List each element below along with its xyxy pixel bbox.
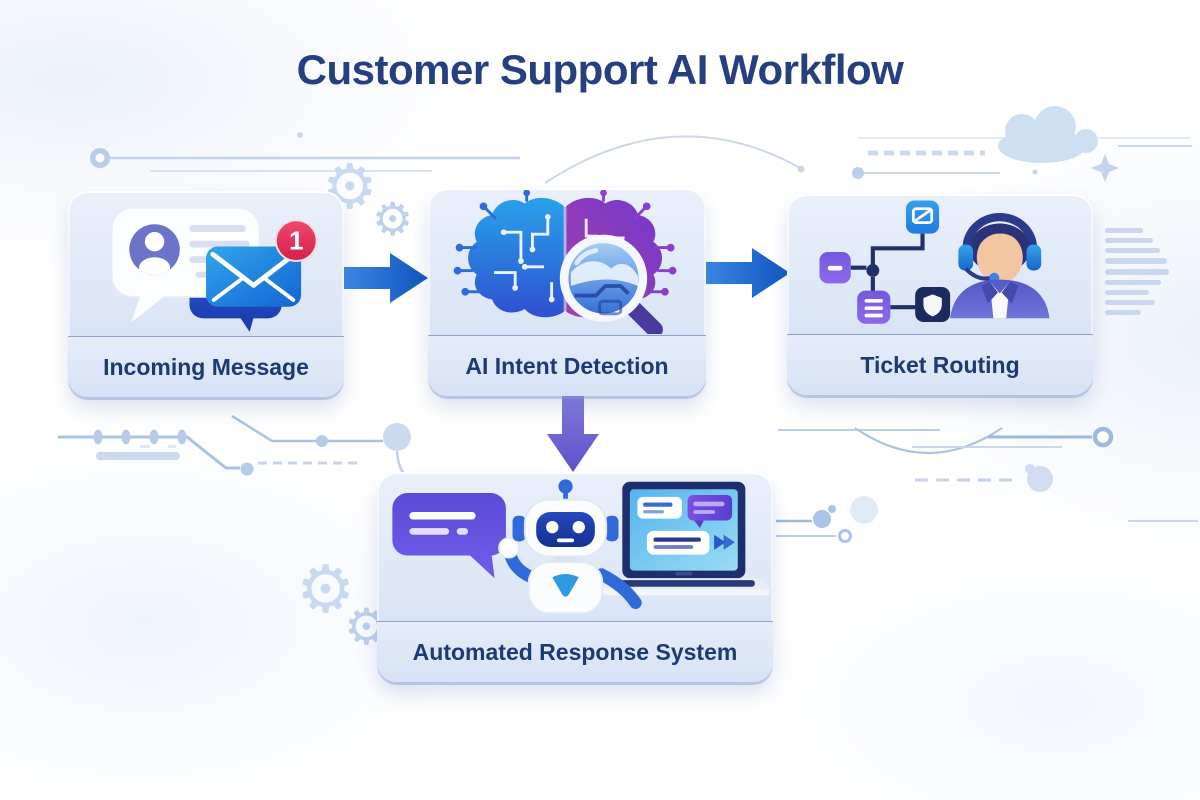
laptop-icon xyxy=(595,481,769,595)
headset-earcup xyxy=(958,244,974,271)
circuit-beads xyxy=(93,429,187,445)
robot-hand xyxy=(498,536,520,559)
fast-forward-icon xyxy=(714,534,735,550)
node-dot xyxy=(1032,169,1038,175)
robot-mouth xyxy=(557,537,575,542)
node-label: AI Intent Detection xyxy=(465,352,669,379)
page-title: Customer Support AI Workflow xyxy=(296,46,904,93)
sparkle-icon xyxy=(1091,154,1119,182)
node-icon-area: 1 xyxy=(68,191,344,337)
circuit-line xyxy=(231,414,383,443)
ticket-node-icon xyxy=(905,200,940,234)
cloud-icon xyxy=(998,106,1098,163)
node-dot xyxy=(797,165,805,173)
node-dot xyxy=(383,423,411,451)
circuit-brain-with-magnifier-icon xyxy=(453,189,677,334)
arc-line xyxy=(544,135,801,184)
arrow-incoming-to-intent xyxy=(344,253,428,303)
node-label: Ticket Routing xyxy=(860,351,1020,378)
headset-earcup xyxy=(1026,244,1042,271)
gear-icon: ⚙ xyxy=(296,551,355,628)
laptop-chat-bubble xyxy=(646,530,710,555)
laptop-chat-bubble xyxy=(687,494,733,528)
chatbot-robot-with-laptop-icon xyxy=(392,478,769,614)
svg-text:1: 1 xyxy=(289,225,304,255)
arrow-intent-to-routing xyxy=(706,248,790,298)
tick-decoration xyxy=(168,445,176,448)
arc-line xyxy=(854,427,1003,454)
node-label-area: Automated Response System xyxy=(377,622,773,682)
node-label-area: Incoming Message xyxy=(68,337,344,397)
robot-antenna xyxy=(558,478,573,494)
chat-bubble-icon xyxy=(392,492,506,578)
minus-node-icon xyxy=(819,252,851,284)
support-agent-icon xyxy=(950,212,1050,319)
circuit-stub-dots xyxy=(453,189,531,296)
robot-chest-emblem xyxy=(552,573,579,597)
junction-dot xyxy=(866,264,880,277)
shield-node-icon xyxy=(915,287,951,322)
robot-arm xyxy=(504,548,536,582)
agent-lapel xyxy=(981,281,998,304)
node-dot xyxy=(316,435,328,447)
ring-node xyxy=(838,529,852,543)
avatar xyxy=(129,223,180,275)
workflow-node-ticket-routing: Ticket Routing xyxy=(787,194,1093,395)
workflow-node-automated-response-system: Automated Response System xyxy=(377,472,773,682)
robot-icon xyxy=(498,478,642,614)
tick-decoration xyxy=(140,445,150,448)
robot-eye xyxy=(546,520,559,533)
workflow-node-ai-intent-detection: AI Intent Detection xyxy=(428,188,706,396)
laptop-chat-bubble xyxy=(637,496,682,519)
ring-node xyxy=(1092,426,1114,448)
robot-ear xyxy=(512,515,526,541)
node-dot xyxy=(828,505,836,513)
chat-bubbles-with-email-icon: 1 xyxy=(111,206,318,332)
robot-eye xyxy=(572,520,585,533)
email-icon xyxy=(206,246,302,307)
robot-arm xyxy=(595,567,642,609)
routing-flowchart-with-support-agent-icon xyxy=(819,200,1050,324)
node-dot xyxy=(852,167,864,179)
bar-stack-decoration xyxy=(1105,228,1169,315)
node-dot xyxy=(813,510,831,528)
node-label: Automated Response System xyxy=(412,638,738,665)
circuit-nodes xyxy=(500,213,555,302)
node-dot xyxy=(850,496,878,524)
node-dot xyxy=(297,132,303,138)
arrow-intent-to-response xyxy=(547,394,599,472)
node-label-area: Ticket Routing xyxy=(787,335,1093,395)
headset-band xyxy=(962,212,1038,249)
robot-ear xyxy=(605,515,619,541)
routing-flowchart-icon xyxy=(819,200,951,324)
node-icon-area xyxy=(787,194,1093,335)
agent-face xyxy=(976,231,1023,284)
circuit-traces xyxy=(494,218,554,298)
node-dot xyxy=(95,153,105,163)
workflow-node-incoming-message: 1 Incoming Message xyxy=(68,191,344,397)
circuit-stub-dots xyxy=(600,189,677,296)
node-dot xyxy=(1025,464,1035,474)
laptop-keyboard xyxy=(612,579,755,587)
node-label: Incoming Message xyxy=(103,353,309,380)
node-dot xyxy=(240,462,254,476)
agent-lapel xyxy=(1001,281,1019,304)
agent-fringe xyxy=(976,227,1023,253)
magnifier-icon xyxy=(559,234,663,334)
gear-icon: ⚙ xyxy=(372,192,413,246)
notification-badge: 1 xyxy=(274,218,318,262)
bar-decoration xyxy=(96,452,180,460)
list-node-icon xyxy=(857,290,891,324)
flowchart-lines xyxy=(850,233,925,310)
node-icon-area xyxy=(428,188,706,336)
robot-face xyxy=(536,511,595,547)
node-label-area: AI Intent Detection xyxy=(428,336,706,396)
node-icon-area xyxy=(377,472,773,622)
